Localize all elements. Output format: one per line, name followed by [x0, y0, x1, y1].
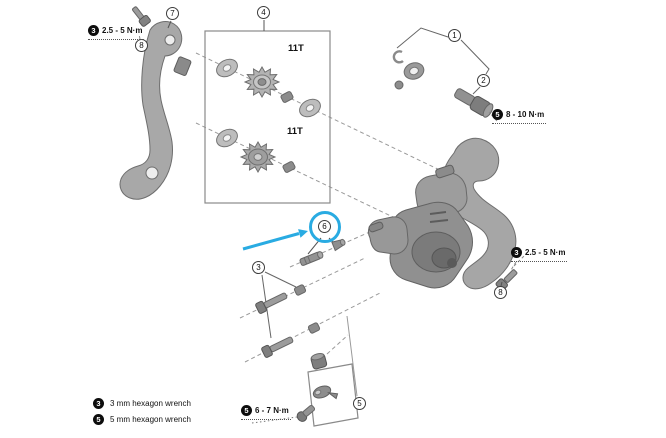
- pulley-train: [216, 58, 321, 174]
- tool-badge-5mm: 5: [492, 109, 503, 120]
- part-callout-1: 1: [448, 29, 461, 42]
- fixing-bolt-shape: [296, 404, 316, 422]
- c-ring-shape: [392, 50, 404, 64]
- adjust-cap-shape: [310, 353, 328, 370]
- legend-label: 5 mm hexagon wrench: [110, 415, 191, 424]
- tool-badge-5mm: 5: [93, 414, 104, 425]
- cable-fixing-group: [251, 315, 359, 427]
- plate-bolt-top-left: [132, 6, 151, 27]
- derailleur-body: [367, 137, 517, 290]
- stop-ring-shape: [403, 62, 425, 80]
- legend-label: 3 mm hexagon wrench: [110, 399, 191, 408]
- part7-leader: [167, 20, 172, 29]
- torque-callout-top-left: 3 2.5 - 5 N·m: [88, 25, 145, 40]
- part-callout-3: 3: [252, 261, 265, 274]
- legend-item-5mm: 5 5 mm hexagon wrench: [93, 414, 191, 425]
- torque-callout-mid-right: 3 2.5 - 5 N·m: [511, 247, 568, 262]
- highlight-arrow-icon: [242, 229, 308, 251]
- bracket-axle-shape: [454, 88, 494, 118]
- inner-plate-lower-hole: [145, 166, 159, 180]
- torque-value: 2.5 - 5 N·m: [102, 26, 143, 35]
- tool-badge-3mm: 3: [511, 247, 522, 258]
- fixing-plate-shape: [312, 385, 339, 400]
- bracket-axle-assembly: [392, 27, 498, 122]
- part-callout-2: 2: [477, 74, 490, 87]
- pulley-box-frame: [204, 30, 331, 204]
- tension-pulley-teeth-label: 11T: [287, 126, 303, 137]
- torque-value: 6 - 7 N·m: [255, 406, 289, 415]
- inner-plate-shape: [119, 21, 192, 200]
- tool-badge-3mm: 3: [93, 398, 104, 409]
- torque-callout-bottom: 5 6 - 7 N·m: [241, 405, 291, 420]
- guide-pulley-teeth-label: 11T: [288, 43, 304, 54]
- torque-value: 8 - 10 N·m: [506, 110, 545, 119]
- legend-item-3mm: 3 3 mm hexagon wrench: [93, 398, 191, 409]
- part-callout-4: 4: [257, 6, 270, 19]
- part-callout-7: 7: [166, 7, 179, 20]
- highlight-circle: [309, 211, 341, 243]
- pulley-bolts: [255, 271, 321, 358]
- part-callout-5: 5: [353, 397, 366, 410]
- part-callout-8b: 8: [494, 286, 507, 299]
- tool-badge-3mm: 3: [88, 25, 99, 36]
- bolt8a-leader: [138, 33, 141, 40]
- tool-badge-5mm: 5: [241, 405, 252, 416]
- torque-value: 2.5 - 5 N·m: [525, 248, 566, 257]
- inner-plate-upper-hole: [164, 34, 176, 46]
- part-callout-8a: 8: [135, 39, 148, 52]
- torque-callout-top-right: 5 8 - 10 N·m: [492, 109, 547, 124]
- cone-nut-shape: [331, 238, 346, 252]
- cage-mount-shape: [367, 216, 409, 255]
